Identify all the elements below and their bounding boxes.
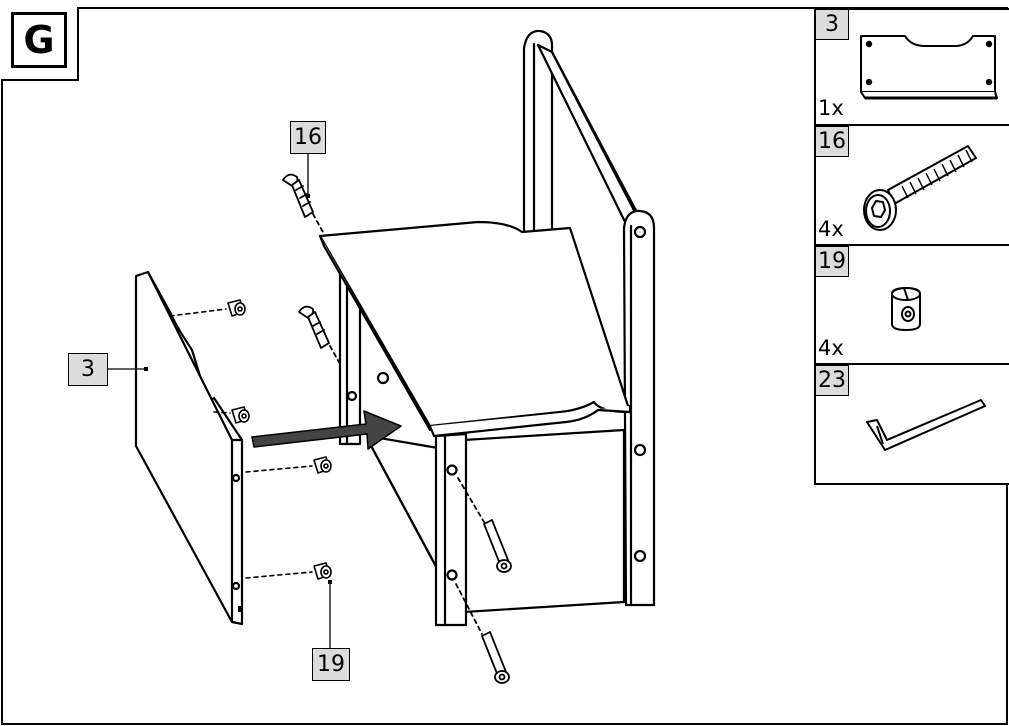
step-letter: G xyxy=(11,12,67,68)
callout-part-19: 19 xyxy=(312,648,350,681)
seat-board xyxy=(318,220,632,438)
allen-key-icon xyxy=(866,399,986,451)
legend-part-23-label: 23 xyxy=(815,365,849,396)
barrel-nut-4 xyxy=(245,562,332,580)
barrel-nut-1 xyxy=(169,299,246,317)
legend-part-16-qty: 4x xyxy=(818,217,844,241)
rear-upright-left xyxy=(522,29,554,234)
legend-part-19-qty: 4x xyxy=(818,336,844,360)
barrel-nut-2 xyxy=(213,406,250,424)
front-upright-left xyxy=(434,432,468,627)
bolt-top xyxy=(282,173,325,235)
side-panel-icon xyxy=(860,35,998,100)
insert-arrow xyxy=(251,410,402,450)
step-indicator: G xyxy=(5,5,73,75)
callout-part-16: 16 xyxy=(290,121,326,154)
rear-upright-right xyxy=(622,209,656,607)
front-upright-left-back xyxy=(338,266,390,446)
legend-divider xyxy=(815,363,1009,365)
barrel-nut-3 xyxy=(245,456,332,474)
legend-divider xyxy=(815,124,1009,126)
bolt-lower-right xyxy=(457,477,512,573)
bolt-bottom xyxy=(455,583,510,684)
legend-part-19-label: 19 xyxy=(815,246,849,277)
legend-part-16-label: 16 xyxy=(815,126,849,157)
bolt-middle xyxy=(298,305,341,365)
bolt-icon xyxy=(863,145,977,231)
callout-part-3: 3 xyxy=(68,353,108,386)
legend-part-3-label: 3 xyxy=(815,9,849,40)
side-panel-part-3 xyxy=(134,270,244,626)
backrest-board xyxy=(536,43,642,234)
legend-divider xyxy=(815,244,1009,246)
callout-leaders xyxy=(107,153,332,649)
barrel-nut-icon xyxy=(891,287,921,331)
legend-part-3-qty: 1x xyxy=(818,96,844,120)
